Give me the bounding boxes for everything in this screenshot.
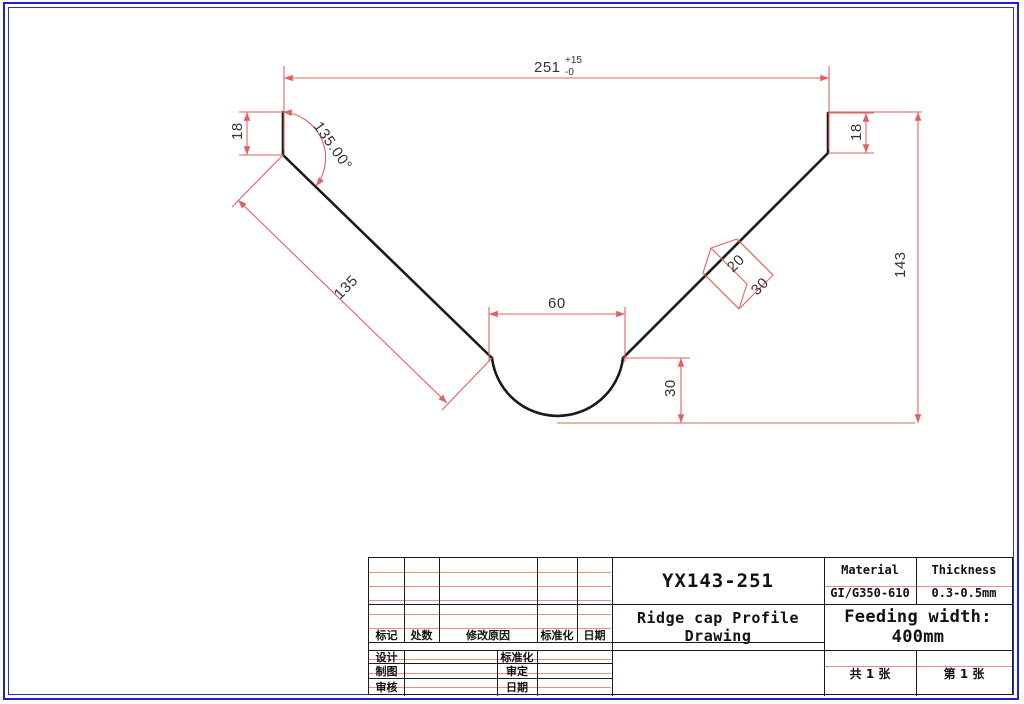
table-line <box>439 558 440 642</box>
guide-line <box>824 586 1012 587</box>
signature-role-drafting: 制图 <box>375 664 398 678</box>
guide-line <box>369 586 611 587</box>
dim-line-rib-30-outer <box>738 274 774 310</box>
guide-line <box>369 628 611 629</box>
title-block: 标记 处数 修改原因 标准化 日期 设计 制图 审核 标准化 审定 日期 YX1… <box>368 557 1013 696</box>
revision-header-reason: 修改原因 <box>466 629 510 642</box>
thickness-header: Thickness <box>931 562 997 577</box>
dim-line-rib-30-top <box>736 238 774 276</box>
dimension-labels: 251 +15 -0 18 18 135.00° 135 60 30 143 2… <box>229 55 909 397</box>
dim-label-rib-30: 30 <box>748 274 773 299</box>
table-line <box>916 650 917 696</box>
guide-line <box>369 673 611 674</box>
guide-line <box>824 666 1012 667</box>
dim-line-rib-30-inner <box>702 272 740 310</box>
table-line <box>404 650 405 696</box>
table-line <box>537 558 538 642</box>
guide-line <box>369 687 611 688</box>
dim-line-135 <box>237 199 448 404</box>
drawing-description: Ridge cap Profile Drawing <box>636 609 800 645</box>
guide-line <box>369 572 611 573</box>
signature-role-standardization: 标准化 <box>500 650 534 664</box>
revision-header-date: 日期 <box>583 629 606 642</box>
revision-header-standardization: 标准化 <box>540 629 574 642</box>
dim-line-rib-20-b <box>702 247 712 274</box>
dim-line-rib-link-top <box>710 238 738 249</box>
material-header: Material <box>841 562 899 577</box>
table-line <box>369 642 824 643</box>
dim-label-251-tol-upper: +15 <box>565 55 582 66</box>
table-line <box>824 604 1012 605</box>
sheet-border-outer <box>3 2 1019 700</box>
guide-line <box>369 600 611 601</box>
table-line <box>404 558 405 642</box>
table-line <box>369 650 1012 651</box>
ext-line-slope-upper <box>231 154 284 208</box>
total-sheets: 共 1 张 <box>849 666 891 681</box>
table-line <box>612 558 613 696</box>
table-line <box>537 650 538 696</box>
dim-label-135: 135 <box>331 272 362 303</box>
dim-label-angle: 135.00° <box>310 119 356 174</box>
right-slope-edge <box>621 151 830 360</box>
dimension-lines <box>231 66 922 424</box>
left-slope-edge <box>281 153 494 360</box>
dim-arc-angle <box>282 109 327 187</box>
dim-line-rib-20-c <box>738 283 748 310</box>
dim-label-left-18: 18 <box>229 122 246 140</box>
revision-header-mark: 标记 <box>375 629 398 642</box>
ext-line-slope-lower <box>441 357 493 411</box>
table-line <box>369 678 612 679</box>
signature-role-check: 审核 <box>375 680 398 694</box>
signature-role-design: 设计 <box>375 650 398 664</box>
dim-label-251-tol-lower: -0 <box>565 67 574 78</box>
part-number: YX143-251 <box>662 570 774 592</box>
signature-role-date: 日期 <box>506 680 528 694</box>
thickness-value: 0.3-0.5mm <box>931 585 997 600</box>
revision-header-count: 处数 <box>410 629 433 642</box>
table-line <box>497 650 498 696</box>
pan-arc-edge <box>490 356 625 418</box>
guide-line <box>369 614 611 615</box>
dim-label-143: 143 <box>892 251 909 278</box>
dim-label-251: 251 <box>534 59 561 76</box>
feeding-width: Feeding width: 400mm <box>844 607 992 647</box>
guide-line <box>369 659 611 660</box>
material-value: GI/G350-610 <box>830 585 910 600</box>
table-line <box>369 663 612 664</box>
dim-label-60: 60 <box>548 295 566 312</box>
dim-label-right-18: 18 <box>848 123 865 141</box>
table-line <box>577 558 578 642</box>
table-line <box>824 558 825 696</box>
table-line <box>369 604 1012 605</box>
signature-role-approval: 审定 <box>506 664 528 678</box>
dim-label-pan-30: 30 <box>662 379 679 397</box>
table-line <box>916 558 917 604</box>
sheet-number: 第 1 张 <box>943 666 985 681</box>
dim-line-rib-20-a <box>710 247 748 285</box>
